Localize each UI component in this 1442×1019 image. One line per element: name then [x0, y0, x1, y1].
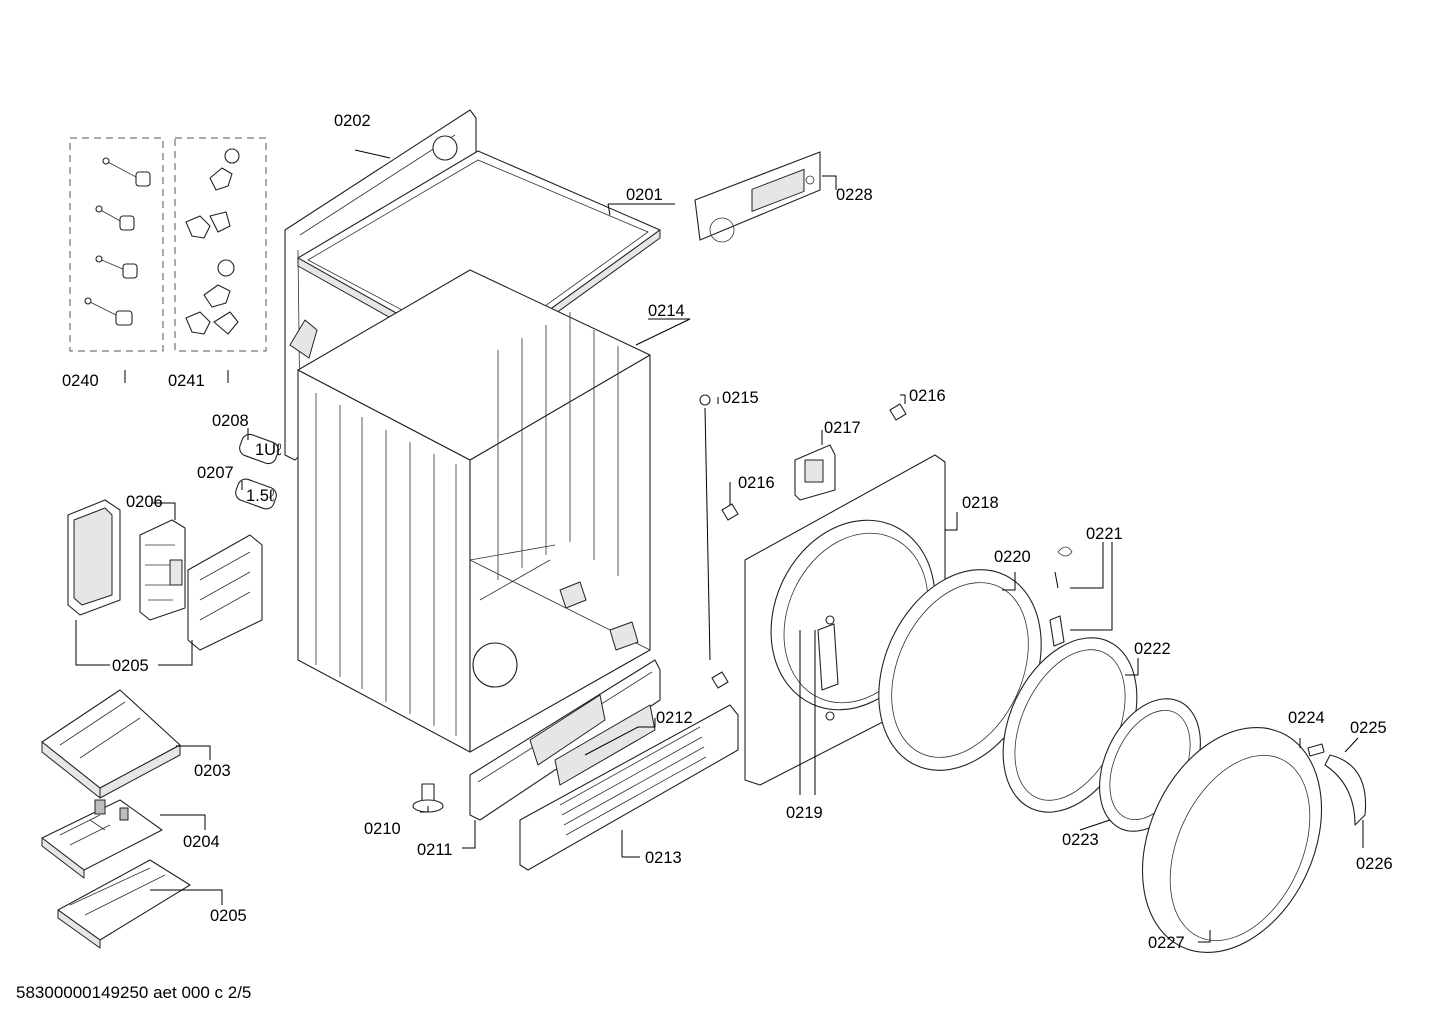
- label-0226: 0226: [1356, 855, 1393, 873]
- flap-0213: [519, 704, 739, 871]
- label-0203: 0203: [194, 762, 231, 780]
- label-0210: 0210: [364, 820, 401, 838]
- pump-0209: 1Uℓ: [239, 433, 281, 465]
- label-0240: 0240: [62, 372, 99, 390]
- label-0219: 0219: [786, 804, 823, 822]
- document-footer: 58300000149250 aet 000 c 2/5: [16, 983, 251, 1002]
- kit-box-0241: [174, 137, 267, 352]
- label-0223: 0223: [1062, 831, 1099, 849]
- label-0205: 0205: [210, 907, 247, 925]
- label-0225: 0225: [1350, 719, 1387, 737]
- kit-box-0240: [69, 137, 164, 352]
- label-0202: 0202: [334, 112, 371, 130]
- panel-0212: [554, 704, 656, 786]
- label-0217: 0217: [824, 419, 861, 437]
- label-0224: 0224: [1288, 709, 1325, 727]
- label-0241: 0241: [168, 372, 205, 390]
- label-0227: 0227: [1148, 934, 1185, 952]
- seal-ring-0220: [878, 569, 1042, 771]
- label-0215: 0215: [722, 389, 759, 407]
- label-0211: 0211: [417, 841, 452, 859]
- svg-text:1.5ℓ: 1.5ℓ: [246, 487, 274, 505]
- bracket-0206: [187, 534, 263, 651]
- label-0208: 0207: [197, 464, 234, 482]
- hinge-0219: [817, 615, 839, 721]
- label-0220: 0220: [994, 548, 1031, 566]
- svg-text:1Uℓ: 1Uℓ: [255, 441, 281, 459]
- pump-0208: 1.5ℓ: [235, 478, 277, 510]
- board-0207: [139, 519, 186, 621]
- label-0201: 0201: [626, 186, 663, 204]
- board-0204: [41, 799, 163, 879]
- label-0214: 0214: [648, 302, 685, 320]
- door-frame-0227: [1141, 727, 1323, 953]
- handle-0225: [1307, 743, 1367, 826]
- cover-0203: [41, 689, 181, 799]
- control-panel-0228: [694, 151, 821, 243]
- label-0213: 0213: [645, 849, 682, 867]
- label-0212: 0212: [656, 709, 693, 727]
- cabinet-0214: [297, 269, 651, 753]
- catch-0216: [711, 403, 907, 689]
- label-0216-lower: 0216: [738, 474, 775, 492]
- label-0207: 0206: [126, 493, 163, 511]
- label-0204: 0204: [183, 833, 220, 851]
- rod-0215: [699, 394, 711, 661]
- label-0209: 0208: [212, 412, 249, 430]
- label-0222: 0222: [1134, 640, 1171, 658]
- spring-0221: [1049, 546, 1073, 647]
- lock-0217: [794, 444, 836, 501]
- label-0206: 0205: [112, 657, 149, 675]
- label-0221: 0221: [1086, 525, 1123, 543]
- leader-lines: [75, 149, 1364, 943]
- label-0218: 0218: [962, 494, 999, 512]
- label-0228: 0228: [836, 186, 873, 204]
- label-0216-upper: 0216: [909, 387, 946, 405]
- tray-0205: [57, 859, 191, 949]
- front-plinth-0211: [469, 659, 661, 821]
- housing-0206: [67, 499, 121, 616]
